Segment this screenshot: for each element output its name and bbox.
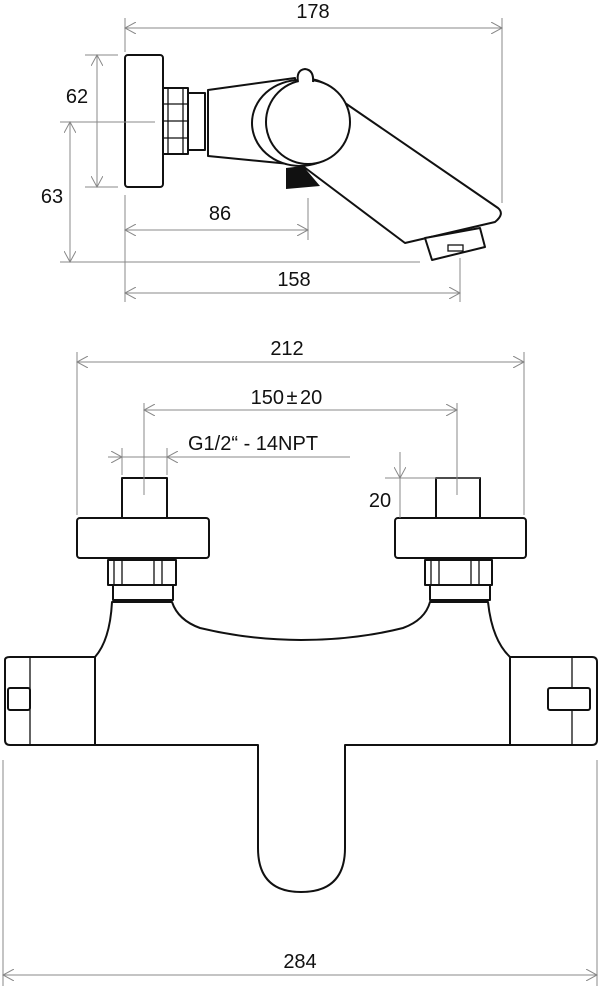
aerator	[424, 227, 486, 261]
right-nut-facets	[430, 560, 480, 585]
front-view-outline	[4, 477, 598, 893]
dim-label-plate-height: 62	[66, 86, 88, 108]
thread-spec-label: G1/2“ - 14NPT	[188, 433, 318, 455]
dim-label-inlet-spacing: 150	[251, 387, 284, 409]
left-nut	[107, 559, 177, 586]
front-view-dimensions: 212 150 ± 20 G1/2“ - 14NPT 20 284	[3, 338, 597, 986]
dim-label-inlet-tolerance: 20	[300, 387, 322, 409]
hatched-thread	[286, 166, 320, 189]
right-handle	[547, 687, 591, 711]
side-view: 178 62 63 86 158	[41, 1, 502, 302]
aerator-slot	[447, 244, 464, 252]
temperature-knob	[265, 79, 351, 165]
knob-indicator	[296, 68, 315, 83]
nut-ring	[187, 92, 206, 151]
dim-label-outlet-offset: 86	[209, 203, 231, 225]
right-inlet-stub	[435, 477, 481, 519]
front-view: 212 150 ± 20 G1/2“ - 14NPT 20 284	[3, 338, 598, 986]
dim-label-axis-height: 63	[41, 186, 63, 208]
side-view-outline	[124, 54, 502, 261]
left-handle	[7, 687, 31, 711]
left-end-cap	[4, 656, 96, 746]
dim-label-flange-span: 212	[270, 338, 303, 360]
mixer-body	[94, 601, 511, 893]
left-nut-ring	[112, 584, 174, 601]
dim-label-total-depth: 178	[296, 1, 329, 23]
right-nut-ring	[429, 584, 491, 601]
dim-label-tolerance-sign: ±	[287, 387, 298, 409]
nut-facets	[163, 88, 188, 154]
right-flange	[394, 517, 527, 559]
dim-label-spout-reach: 158	[277, 269, 310, 291]
left-flange	[76, 517, 210, 559]
wall-plate	[124, 54, 164, 188]
side-view-dimensions: 178 62 63 86 158	[41, 1, 502, 302]
right-nut	[424, 559, 493, 586]
left-nut-facets	[113, 560, 163, 585]
dim-label-overall-width: 284	[283, 951, 316, 973]
dim-label-stub-length: 20	[369, 490, 391, 512]
